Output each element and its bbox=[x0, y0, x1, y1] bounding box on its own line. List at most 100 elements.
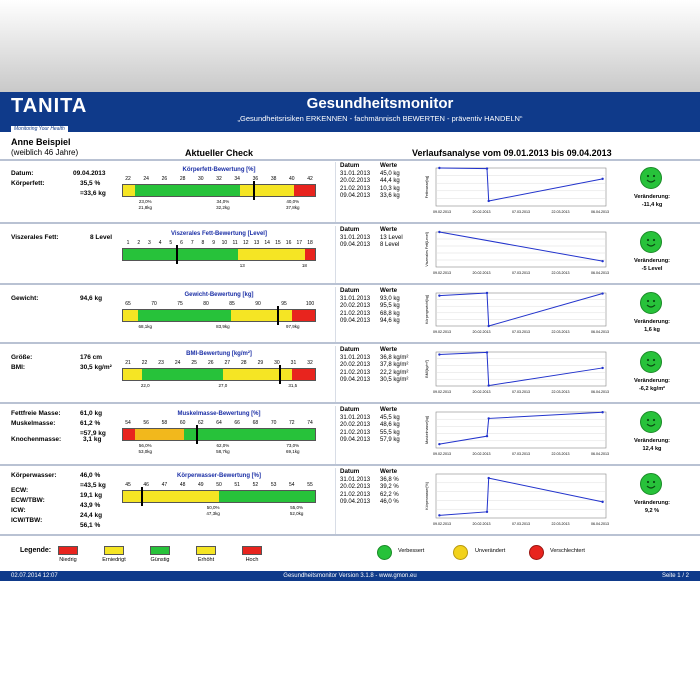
chart-date-label: 06.04.2013 bbox=[591, 522, 609, 526]
smiley-face bbox=[646, 299, 656, 308]
chart-date-label: 07.03.2013 bbox=[512, 210, 530, 214]
legend-label: Günstig bbox=[150, 557, 170, 563]
history-date: 09.04.2013 bbox=[340, 242, 371, 249]
metric-value: 94,6 kg bbox=[80, 295, 103, 302]
history-date: 20.02.2013 bbox=[340, 178, 371, 185]
gauge-tick-label: 1 bbox=[126, 240, 130, 246]
date-header: Datum bbox=[340, 226, 360, 233]
date-header: Datum bbox=[340, 346, 360, 353]
chart-date-label: 22.03.2013 bbox=[552, 330, 570, 334]
gauge-tick-label: 14 bbox=[264, 240, 270, 246]
change-label: Veränderung: bbox=[633, 319, 671, 325]
gauge-threshold-label: 34,0% 32,2kg bbox=[216, 199, 230, 210]
gauge-tick-label: 45 bbox=[125, 482, 131, 488]
gauge-tick-label: 6 bbox=[180, 240, 183, 246]
gauge-title: Körperfett-Bewertung [%] bbox=[182, 167, 256, 173]
top-gray-margin bbox=[0, 0, 700, 92]
footer-page: Seite 1 / 2 bbox=[661, 573, 689, 579]
chart-date-label: 06.04.2013 bbox=[591, 452, 609, 456]
gauge-title: Körperwasser-Bewertung [%] bbox=[176, 473, 262, 479]
gauge-tick-label: 4 bbox=[158, 240, 162, 246]
gauge-tick-label: 100 bbox=[305, 301, 315, 307]
gauge-segment bbox=[123, 310, 139, 321]
gauge-tick-label: 50 bbox=[216, 482, 222, 488]
chart-date-label: 06.04.2013 bbox=[591, 390, 609, 394]
metric-value: 09.04.2013 bbox=[73, 170, 106, 177]
trend-point bbox=[438, 514, 441, 517]
chart-date-label: 20.02.2013 bbox=[473, 210, 491, 214]
gauge-tick-label: 22 bbox=[125, 176, 131, 182]
gauge-tick-label: 54 bbox=[289, 482, 295, 488]
history-date: 09.04.2013 bbox=[340, 377, 371, 384]
change-label: Veränderung: bbox=[633, 194, 671, 200]
gauge-tick-label: 9 bbox=[212, 240, 216, 246]
gauge-tick-label: 28 bbox=[241, 360, 247, 366]
legend-label: Erniedrigt bbox=[102, 557, 126, 563]
history-value: 33,6 kg bbox=[380, 193, 400, 200]
gauge-title: Viszerales Fett-Bewertung [Level] bbox=[171, 231, 267, 237]
metric-value: 176 cm bbox=[80, 354, 103, 361]
history-date: 31.01.2013 bbox=[340, 296, 371, 302]
row-divider bbox=[0, 222, 700, 224]
history-date: 21.02.2013 bbox=[340, 491, 371, 498]
gauge-tick-label: 65 bbox=[125, 301, 131, 307]
chart-date-label: 09.02.2013 bbox=[433, 271, 451, 275]
gauge-tick-label: 66 bbox=[234, 420, 240, 426]
metric-value: 56,1 % bbox=[80, 522, 101, 529]
improved-smiley-icon bbox=[640, 411, 662, 433]
logo-subtitle: Monitoring Your Health bbox=[11, 126, 68, 133]
gauge-threshold-label: 27,0 bbox=[218, 383, 228, 388]
gauge-title: BMI-Bewertung [kg/m²] bbox=[186, 351, 252, 357]
gauge-tick-label: 90 bbox=[255, 301, 261, 307]
gauge-segment bbox=[293, 185, 315, 196]
history-value: 45,0 kg bbox=[380, 171, 400, 177]
history-value: 93,0 kg bbox=[380, 296, 400, 302]
footer-date: 02.07.2014 12:07 bbox=[11, 573, 58, 579]
footer-version: Gesundheitsmonitor Version 3.1.8 - www.g… bbox=[283, 573, 417, 579]
trend-line bbox=[439, 351, 603, 387]
smiley-face bbox=[646, 174, 656, 183]
gauge-tick-label: 64 bbox=[216, 420, 222, 426]
history-date: 31.01.2013 bbox=[340, 477, 371, 483]
gauge-tick-label: 38 bbox=[270, 176, 277, 182]
trend-point bbox=[601, 177, 604, 181]
chart-y-label: Körpergewicht[kg] bbox=[425, 295, 429, 324]
gauge-segment bbox=[184, 429, 258, 440]
legend-label: Hoch bbox=[245, 557, 259, 563]
history-date: 31.01.2013 bbox=[340, 171, 371, 177]
chart-date-label: 06.04.2013 bbox=[591, 210, 609, 214]
improved-smiley-icon bbox=[640, 231, 662, 253]
footer-bar: 02.07.2014 12:07 Gesundheitsmonitor Vers… bbox=[0, 571, 700, 581]
trend-point bbox=[601, 366, 604, 370]
gauge-tick-label: 80 bbox=[203, 301, 209, 307]
trend-point bbox=[485, 510, 489, 514]
gauge-threshold-label: 23,0% 21,8kg bbox=[138, 199, 153, 210]
row-divider bbox=[0, 464, 700, 466]
gauge-tick-label: 70 bbox=[151, 301, 157, 307]
gauge-segment bbox=[134, 429, 154, 440]
legend-label: Niedrig bbox=[59, 557, 77, 563]
metric-value: 35,5 % bbox=[80, 180, 101, 187]
gauge-tick-label: 11 bbox=[232, 240, 238, 246]
chart-y-label: Fettmasse[kg] bbox=[425, 176, 429, 199]
value-header: Werte bbox=[380, 226, 398, 233]
gauge-tick-label: 32 bbox=[216, 176, 222, 182]
chart-date-label: 20.02.2013 bbox=[473, 452, 491, 456]
gauge-threshold-label: 56,0% 53,0kg bbox=[138, 443, 153, 454]
history-date: 21.02.2013 bbox=[340, 369, 371, 376]
gauge-segment bbox=[240, 185, 294, 196]
tanita-logo: TANITA Monitoring Your Health bbox=[11, 95, 91, 133]
gauge-segment bbox=[123, 369, 143, 380]
legend-yellow2-swatch bbox=[196, 546, 216, 555]
metric-label: ECW/TBW: bbox=[11, 497, 45, 504]
gauge-segment bbox=[176, 185, 241, 196]
metric-value: =57,9 kg bbox=[80, 430, 106, 437]
gauge-segment bbox=[291, 310, 315, 321]
patient-info: (weiblich 46 Jahre) bbox=[11, 148, 79, 157]
history-date: 20.02.2013 bbox=[340, 422, 371, 429]
metric-value: 46,0 % bbox=[80, 472, 101, 479]
gauge-tick-label: 60 bbox=[179, 420, 186, 426]
